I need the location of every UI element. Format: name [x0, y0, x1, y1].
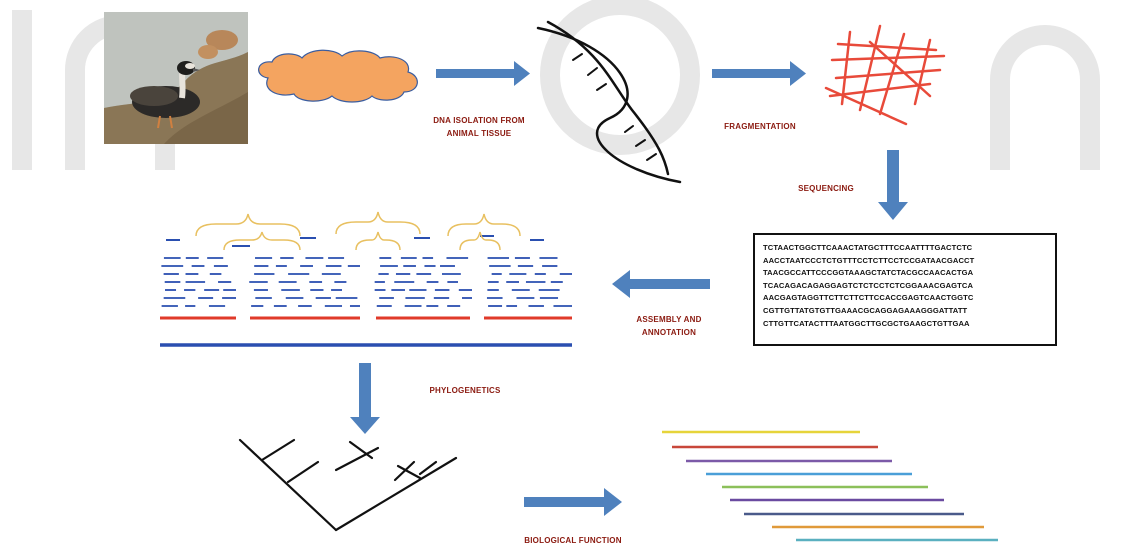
dna-helix-icon: [536, 20, 682, 184]
sequence-line: TCACAGACAGAGGAGTCTCTCCTCTCGGAAACGAGTCA: [763, 280, 974, 290]
sequence-line: AACCTAATCCCTCTGTTTCCTCTTCCTCCGATAACGACCT: [763, 255, 975, 265]
arrow-down-phylogenetics: [350, 363, 380, 434]
assembly-braces: [195, 211, 521, 251]
dna-cloud-icon: [258, 49, 418, 103]
sequence-line: CGTTGTTATGTGTTGAAACGCAGGAGAAAGGGATTATT: [763, 305, 968, 315]
sequence-box: TCTAACTGGCTTCAAACTATGCTTTCCAATTTTGACTCTC…: [753, 233, 1057, 346]
sequence-line: TAACGCCATTCCCGGTAAAGCTATCTACGCCAACACTGA: [763, 268, 974, 278]
duck-photo: [104, 12, 248, 144]
arrow-left-assembly: [612, 270, 710, 298]
dna-isolation-label-line2: ANIMAL TISSUE: [446, 129, 512, 138]
colored-lines-icon: [662, 430, 998, 542]
assembly-label: ASSEMBLY AND ANNOTATION: [619, 313, 719, 339]
biological-function-label: BIOLOGICAL FUNCTION: [524, 536, 622, 545]
arrow-right-2: [712, 61, 806, 86]
sequence-line: TCTAACTGGCTTCAAACTATGCTTTCCAATTTTGACTCTC: [763, 243, 973, 252]
sequence-line: AACGAGTAGGTTCTTCTTCTTCCACCGAGTCAACTGGTC: [763, 293, 974, 303]
sequence-line: CTTGTTCATACTTTAATGGCTTGCGCTGAAGCTGTTGAA: [763, 318, 970, 328]
phylogenetic-tree-icon: [238, 438, 458, 532]
phylogenetics-label: PHYLOGENETICS: [429, 386, 501, 395]
assembly-label-line1: ASSEMBLY AND: [636, 315, 702, 324]
assembly-label-line2: ANNOTATION: [641, 328, 697, 337]
assembly-reads: [160, 235, 572, 347]
fragmentation-label: FRAGMENTATION: [724, 122, 796, 131]
sequencing-label: SEQUENCING: [798, 184, 854, 193]
arrow-right-1: [436, 61, 530, 86]
dna-isolation-label: DNA ISOLATION FROM ANIMAL TISSUE: [419, 114, 539, 140]
arrow-right-function: [524, 488, 622, 516]
dna-isolation-label-line1: DNA ISOLATION FROM: [433, 116, 525, 125]
arrow-down-sequencing: [878, 150, 908, 220]
dna-fragments-icon: [824, 24, 946, 126]
